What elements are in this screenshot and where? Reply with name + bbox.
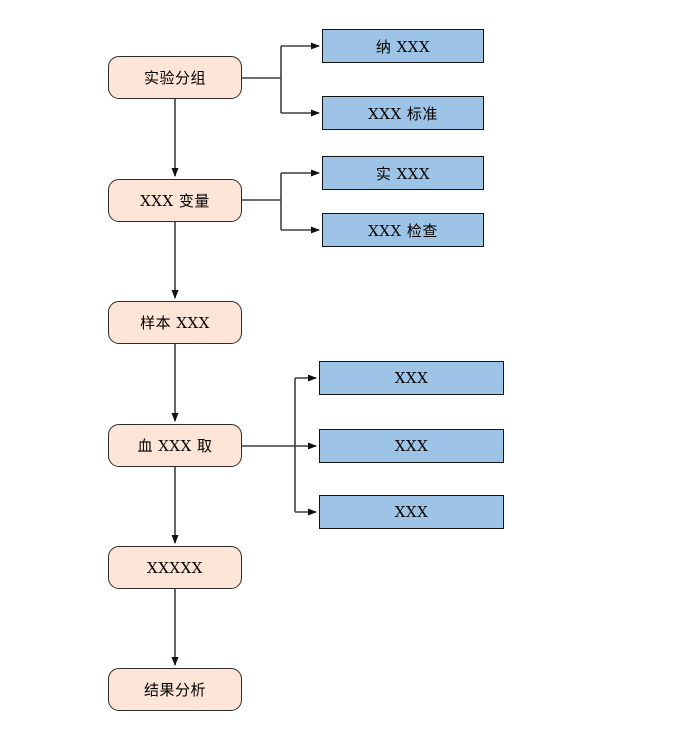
flow-node-variables: XXX 变量 xyxy=(108,179,242,222)
branch-node-xxx-3: XXX xyxy=(319,495,504,529)
branch-node-na-xxx: 纳 XXX xyxy=(322,29,484,63)
branch-node-label: XXX xyxy=(394,369,429,387)
flow-node-result-analysis: 结果分析 xyxy=(108,668,242,711)
branch-node-label: XXX 检查 xyxy=(368,221,438,240)
flow-node-label: 结果分析 xyxy=(143,681,206,699)
flow-node-label: XXXXX xyxy=(147,558,203,577)
flow-node-label: 实验分组 xyxy=(143,69,206,87)
branch-node-shi-xxx: 实 XXX xyxy=(322,156,484,190)
branch-node-xxx-1: XXX xyxy=(319,361,504,395)
branch-node-xxx-standard: XXX 标准 xyxy=(322,96,484,130)
flow-node-label: XXX 变量 xyxy=(140,192,210,210)
branch-node-label: 纳 XXX xyxy=(375,37,431,56)
branch-node-xxx-check: XXX 检查 xyxy=(322,213,484,247)
branch-node-label: XXX xyxy=(394,503,429,521)
flow-node-experiment-grouping: 实验分组 xyxy=(108,56,242,99)
flow-node-blood-collection: 血 XXX 取 xyxy=(108,424,242,467)
flow-node-sample: 样本 XXX xyxy=(108,301,242,344)
branch-node-xxx-2: XXX xyxy=(319,429,504,463)
branch-node-label: 实 XXX xyxy=(375,164,431,183)
flow-node-label: 样本 XXX xyxy=(140,314,210,332)
branch-node-label: XXX 标准 xyxy=(368,104,438,123)
flow-node-label: 血 XXX 取 xyxy=(137,437,213,455)
branch-node-label: XXX xyxy=(394,437,429,455)
flow-node-xxxxx: XXXXX xyxy=(108,546,242,589)
